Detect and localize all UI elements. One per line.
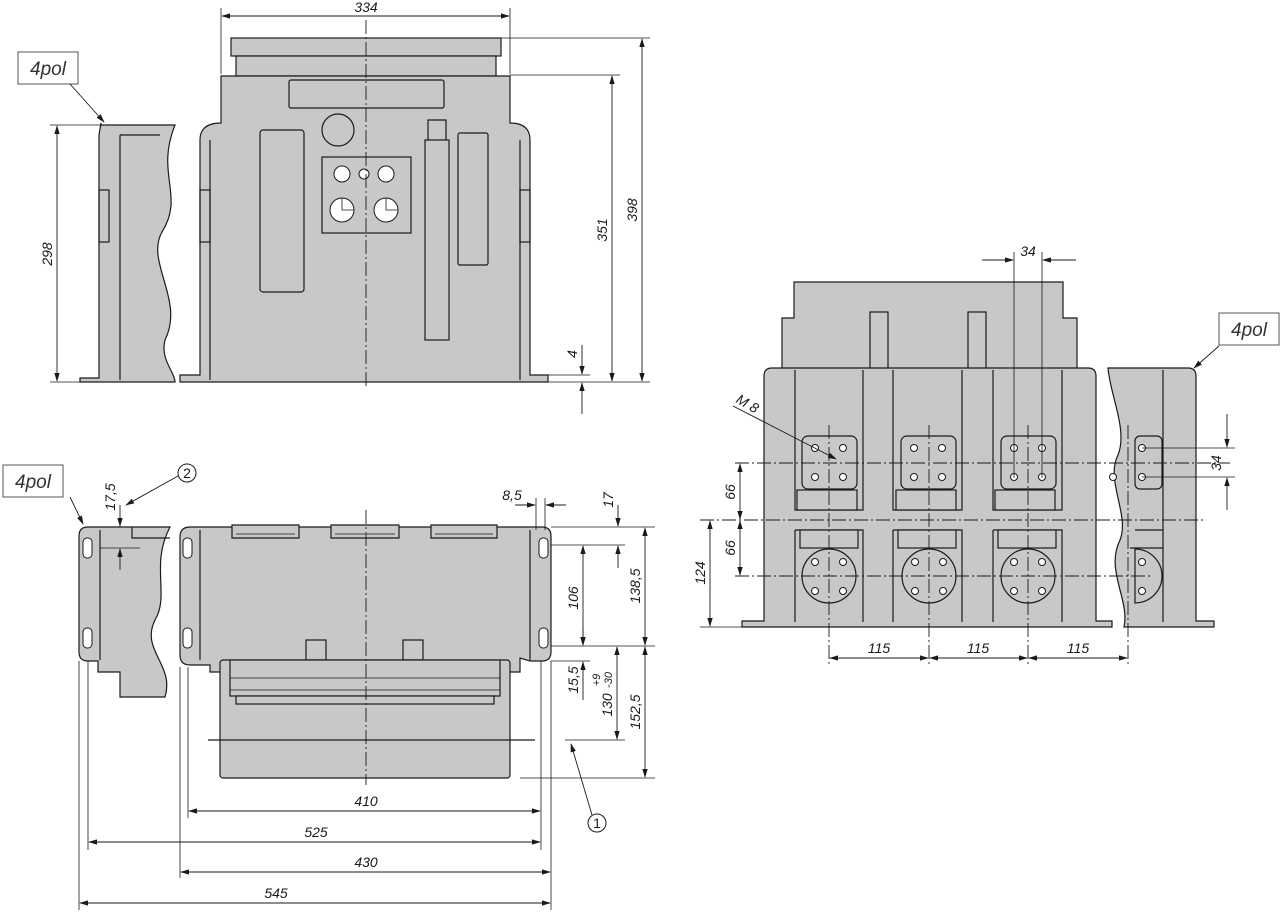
rear-upper-block [781, 281, 1078, 371]
callout-2: 2 [183, 465, 191, 481]
dim-66-lower: 66 [722, 540, 738, 556]
dim-525: 525 [304, 824, 328, 840]
dim-430: 430 [354, 854, 378, 870]
dim-66-upper: 66 [722, 484, 738, 500]
dim-130: 130 [599, 693, 615, 717]
nameplate [288, 79, 445, 109]
dim-15-5: 15,5 [565, 666, 581, 693]
side-clip-left [199, 189, 211, 243]
front-view: 334 398 351 4 298 4pol [17, 0, 650, 414]
dim-115-2: 115 [967, 640, 990, 656]
dim-115-3: 115 [1067, 640, 1090, 656]
control-panel [321, 156, 412, 234]
dim-351: 351 [594, 218, 610, 241]
dim-138-5: 138,5 [627, 568, 643, 603]
side-section [79, 122, 176, 383]
top-housing [179, 526, 552, 673]
top-side-section [78, 526, 171, 698]
pole-tag-box [2, 464, 64, 498]
pole-tag-front: 4pol [30, 59, 67, 80]
top-view: 4pol 2 17,5 8,5 17 106 138,5 15,5 [2, 463, 655, 910]
dim-115-1: 115 [868, 640, 891, 656]
terminal-tabs [231, 524, 498, 539]
pole-tag-rear: 4pol [1231, 320, 1268, 341]
thread-label: M 8 [734, 391, 762, 417]
pole-tag-box [1218, 312, 1280, 346]
side-clip-right [519, 189, 531, 243]
dim-152-5: 152,5 [627, 694, 643, 729]
dim-334: 334 [354, 0, 378, 15]
callout-1-circle [587, 813, 607, 833]
left-window [259, 129, 305, 293]
callout-1: 1 [593, 815, 601, 831]
dim-34-side: 34 [1208, 455, 1224, 471]
callout-2-circle [177, 463, 197, 483]
dim-106: 106 [565, 586, 581, 610]
dim-130-tol-plus: +9 [591, 674, 603, 687]
right-window [457, 132, 489, 266]
rear-view: 34 34 66 66 124 115 115 115 M 8 4pol [692, 243, 1280, 665]
dim-545: 545 [264, 885, 288, 901]
dim-17-5: 17,5 [102, 483, 118, 510]
handle-slot [424, 139, 450, 341]
pole-tag-box [17, 51, 79, 85]
dim-298: 298 [39, 242, 55, 267]
dim-4: 4 [564, 350, 580, 358]
dim-130-tol-minus: -30 [603, 671, 615, 688]
dim-398: 398 [624, 198, 640, 222]
dim-8-5: 8,5 [502, 487, 522, 503]
dim-124: 124 [692, 561, 708, 585]
dim-410: 410 [354, 793, 378, 809]
dim-34-top: 34 [1020, 243, 1036, 259]
dim-17: 17 [600, 491, 616, 508]
round-button [321, 113, 355, 147]
pole-tag-top: 4pol [15, 472, 52, 493]
rear-side-section [1107, 367, 1215, 628]
